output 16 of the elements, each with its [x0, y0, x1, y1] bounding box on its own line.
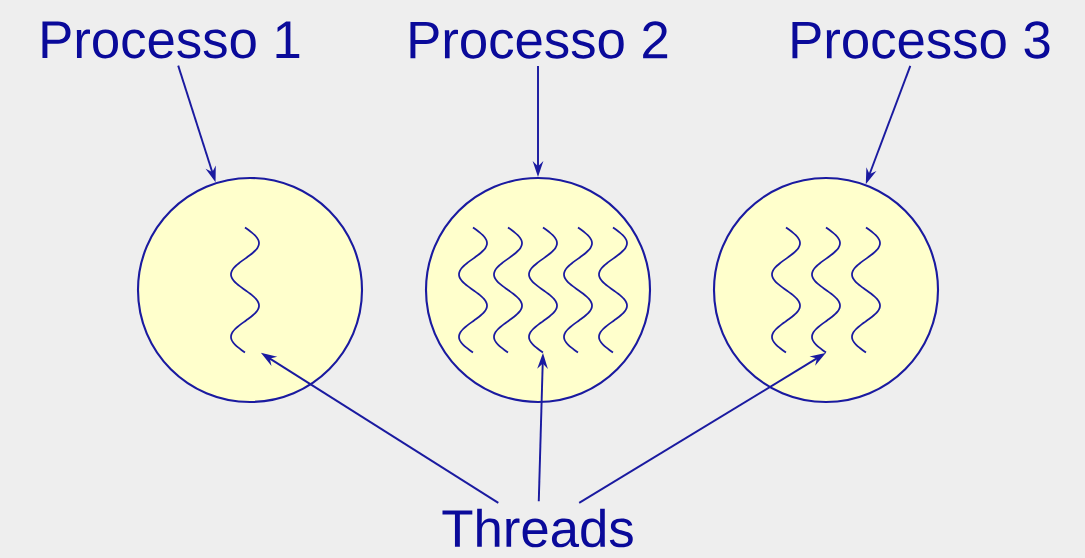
label-text: Processo 2	[410, 21, 668, 59]
process-circle	[424, 176, 652, 404]
thread-wave	[598, 226, 628, 354]
label-text: Processo 3	[792, 21, 1050, 59]
label-text: Processo 1	[42, 21, 300, 59]
thread-wave	[771, 226, 801, 354]
label-text: Threads	[442, 508, 633, 548]
thread-wave	[851, 226, 881, 354]
process-circle	[136, 176, 364, 404]
thread-wave	[528, 226, 558, 354]
thread-wave	[230, 226, 260, 354]
thread-wave	[563, 226, 593, 354]
thread-wave	[811, 226, 841, 354]
thread-wave	[458, 226, 488, 354]
process-circle	[712, 176, 940, 404]
thread-wave	[493, 226, 523, 354]
